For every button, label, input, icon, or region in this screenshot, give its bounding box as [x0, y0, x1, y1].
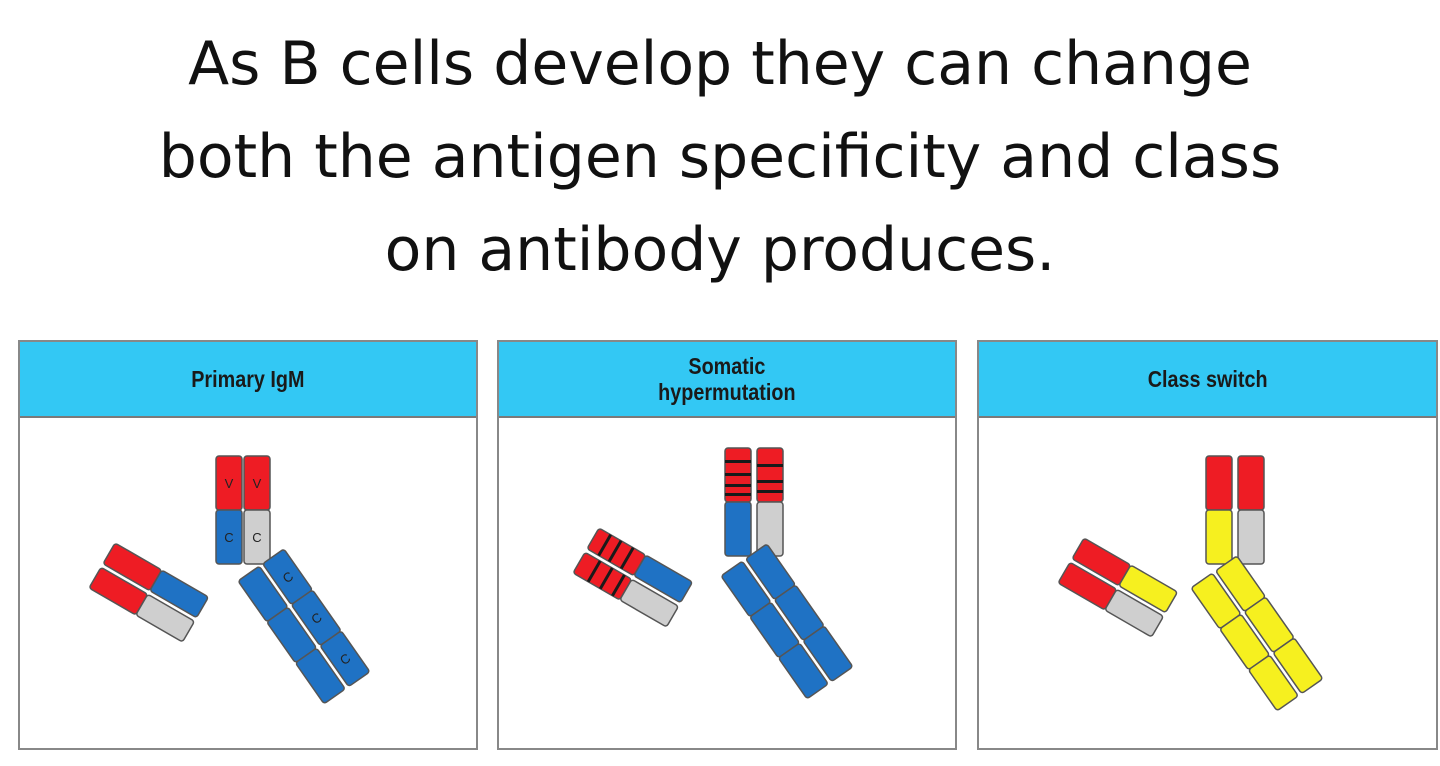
light-chain-constant [1105, 589, 1164, 637]
heavy-chain-constant [778, 643, 828, 699]
antibody-diagram [1058, 455, 1323, 711]
panel-primary-igm: Primary IgM V V C C [18, 340, 478, 750]
heavy-chain-constant [634, 555, 693, 603]
panel-class-switch: Class switch [977, 340, 1438, 750]
panel-title: Class switch [1147, 366, 1268, 392]
panel-title: Primary IgM [191, 366, 305, 392]
panel-title: Somatic hypermutation [658, 353, 796, 405]
title-line-1: As B cells develop they can change [188, 29, 1252, 99]
variable-label: V [225, 476, 234, 491]
constant-label: C [252, 530, 261, 545]
mutated-antibody [573, 447, 853, 699]
slide-title: As B cells develop they can change both … [0, 18, 1440, 297]
heavy-chain-constant [295, 648, 345, 704]
panel-somatic-hypermutation: Somatic hypermutation [497, 340, 957, 750]
panel-header: Class switch [979, 342, 1436, 418]
heavy-chain-constant [1273, 638, 1323, 694]
light-chain-constant [1237, 509, 1265, 565]
heavy-chain-variable [1205, 455, 1233, 511]
class-switched-antibody [1058, 455, 1323, 711]
variable-label: V [253, 476, 262, 491]
light-chain-constant [620, 579, 679, 627]
light-chain-variable [756, 447, 784, 503]
antibody-diagram [573, 447, 853, 699]
heavy-chain-constant [320, 631, 370, 687]
title-line-2: both the antigen specificity and class [158, 122, 1282, 192]
constant-label: C [224, 530, 233, 545]
heavy-chain-constant [724, 501, 752, 557]
igm-antibody: V V C C C C C [89, 455, 370, 704]
heavy-chain-constant [1248, 655, 1298, 711]
heavy-chain-constant [1119, 565, 1178, 613]
heavy-chain-constant [803, 626, 853, 682]
title-line-3: on antibody produces. [384, 215, 1056, 285]
heavy-chain-constant [150, 570, 209, 618]
heavy-chain-constant [215, 509, 243, 565]
panel-header: Somatic hypermutation [499, 342, 955, 418]
light-chain-constant [243, 509, 271, 565]
mutation-marks [725, 460, 783, 496]
antibody-diagram: V V C C C C C [89, 455, 370, 704]
light-chain-variable [1237, 455, 1265, 511]
heavy-chain-constant [1205, 509, 1233, 565]
light-chain-constant [136, 594, 195, 642]
panel-header: Primary IgM [20, 342, 476, 418]
